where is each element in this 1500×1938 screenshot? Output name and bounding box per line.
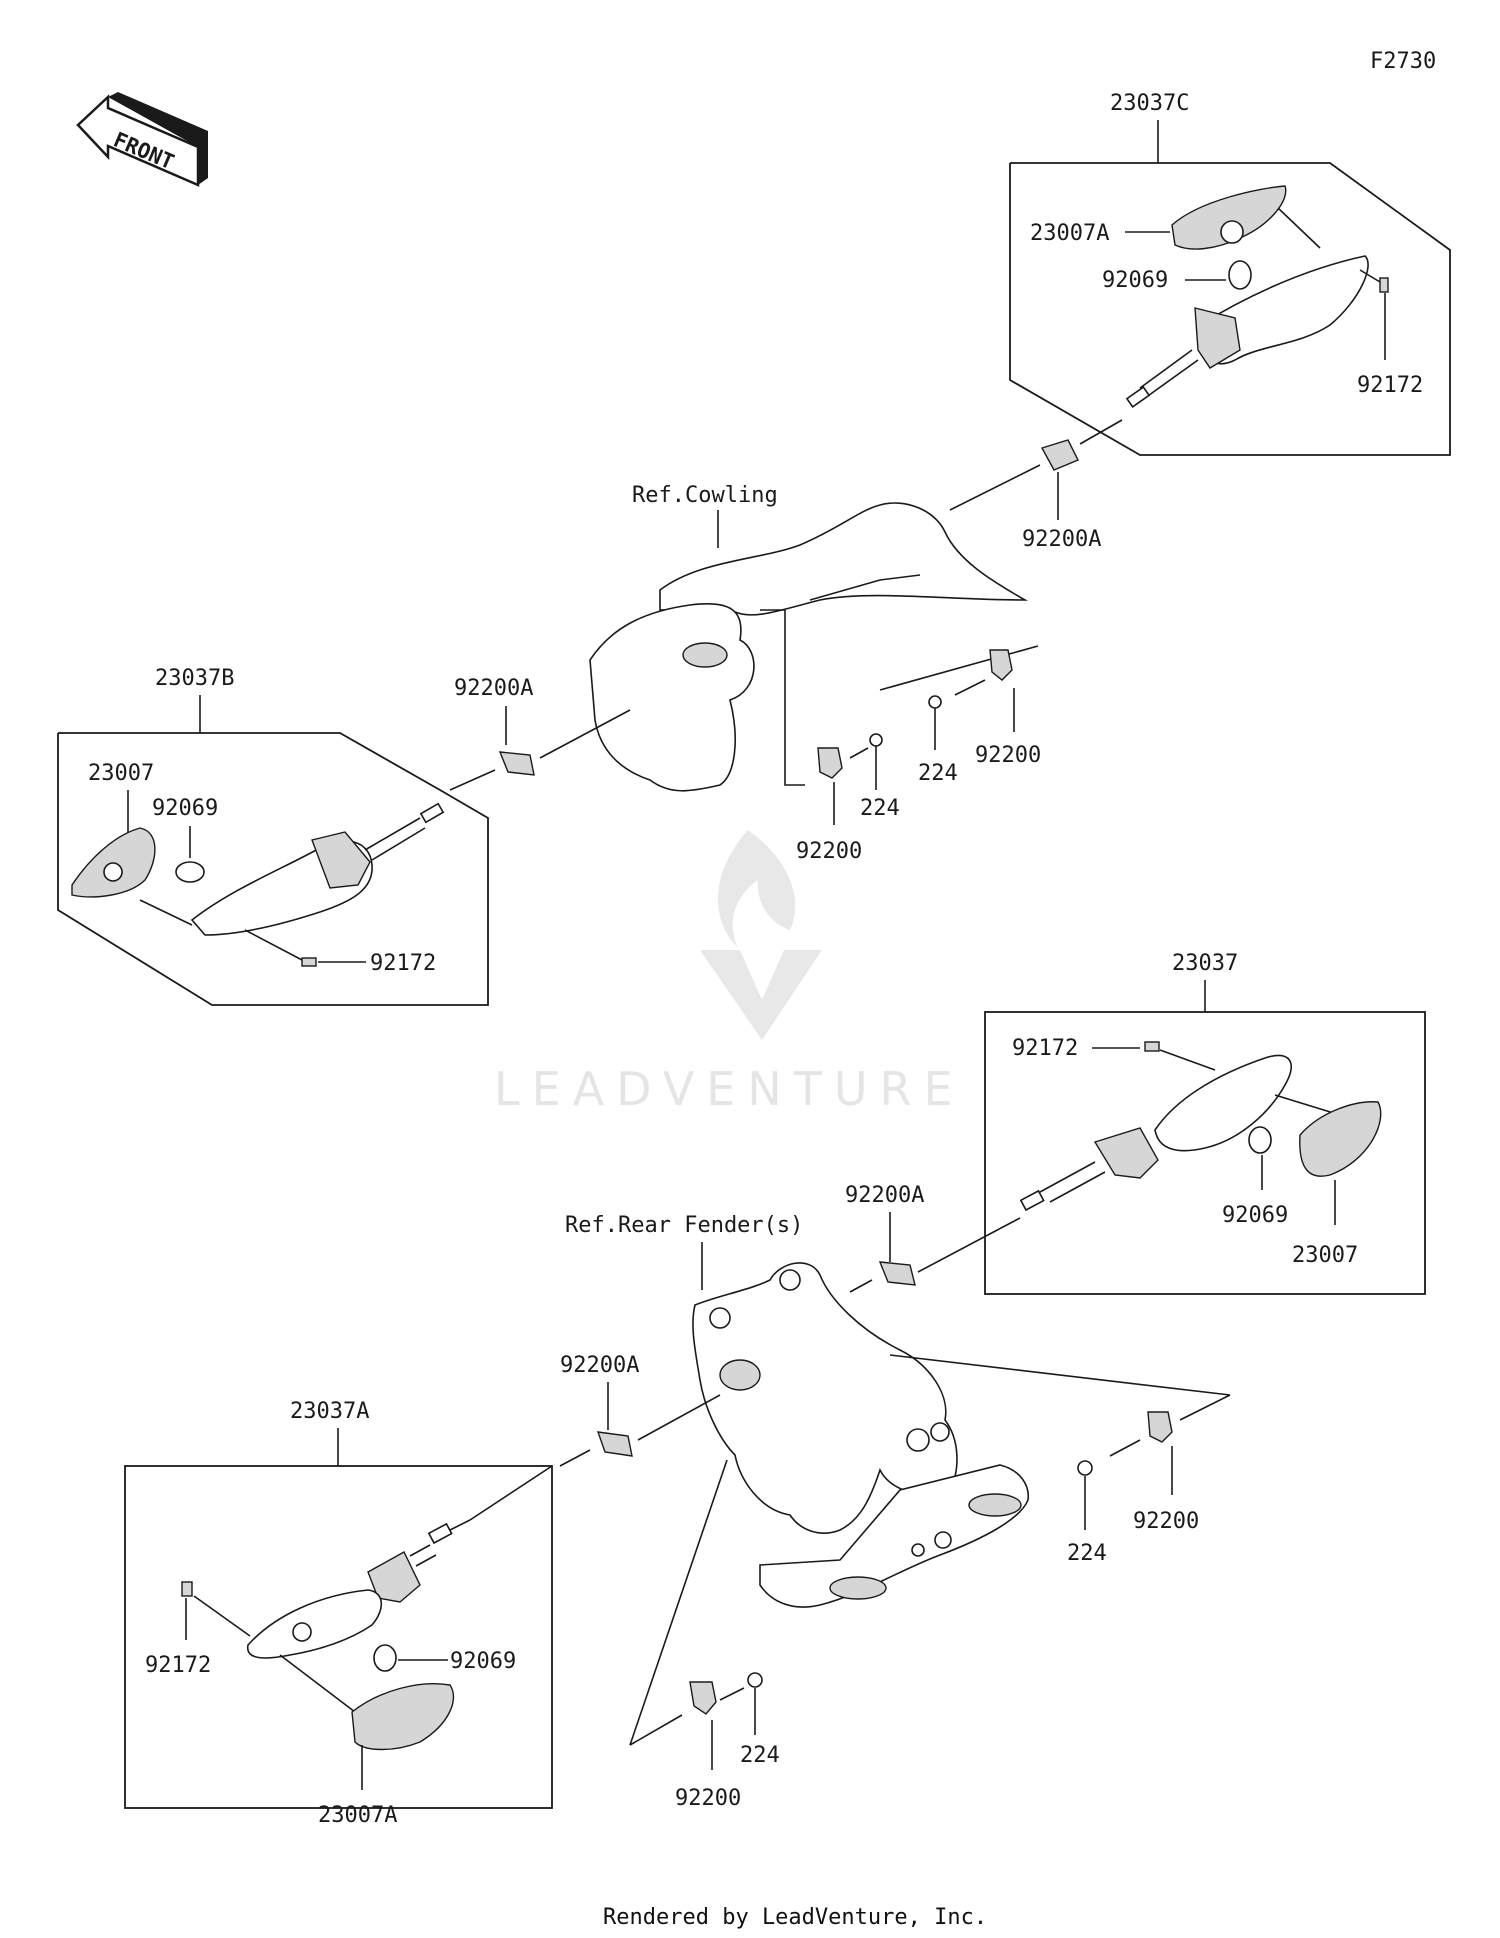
- label-92069-lower-left: 92069: [450, 1649, 516, 1674]
- cowling-ref: Ref.Cowling: [589, 483, 1029, 792]
- label-23037: 23037: [1172, 951, 1238, 976]
- label-224-lower-right: 224: [1067, 1541, 1107, 1566]
- v-logo-icon: [700, 950, 822, 1040]
- leadventure-watermark: LEADVENTURE: [494, 830, 965, 1116]
- label-92069-mid-right: 92069: [1222, 1203, 1288, 1228]
- front-arrow-icon: FRONT: [76, 92, 208, 187]
- label-92069-left: 92069: [152, 796, 218, 821]
- label-23037a: 23037A: [290, 1399, 369, 1424]
- label-92069-top: 92069: [1102, 268, 1168, 293]
- label-23007-left: 23007: [88, 761, 154, 786]
- label-92200-lower-right: 92200: [1133, 1509, 1199, 1534]
- label-23007a-lower-left: 23007A: [318, 1803, 397, 1828]
- turn-signal-assembly-23037a: 23037A 92172 92069 23007A: [124, 1399, 553, 1828]
- diagram-code: F2730: [1370, 49, 1436, 74]
- grommet-92200a-top: 92200A: [949, 419, 1123, 552]
- label-92200a-top: 92200A: [1022, 527, 1101, 552]
- label-224-upper-left: 224: [860, 796, 900, 821]
- grommet-92200a-left: 92200A: [449, 676, 631, 791]
- label-23037c: 23037C: [1110, 91, 1189, 116]
- label-23037b: 23037B: [155, 666, 234, 691]
- turn-signal-assembly-23037: 23037 92172 92069 23007: [984, 951, 1426, 1295]
- grommet-92200a-lower: 92200A: [559, 1353, 721, 1467]
- label-92200-upper-left: 92200: [796, 839, 862, 864]
- label-92200a-left: 92200A: [454, 676, 533, 701]
- footer-credit: Rendered by LeadVenture, Inc.: [603, 1905, 987, 1930]
- turn-signal-assembly-23037b: 23037B 23007 92069 92172: [57, 666, 489, 1006]
- label-92200-upper-right: 92200: [975, 743, 1041, 768]
- brackets-224-92200-upper: 224 92200 224 92200: [760, 609, 1041, 864]
- label-92172-left: 92172: [370, 951, 436, 976]
- watermark-text: LEADVENTURE: [494, 1062, 965, 1116]
- label-23007-mid-right: 23007: [1292, 1243, 1358, 1268]
- label-ref-cowling: Ref.Cowling: [632, 483, 778, 508]
- label-23007a-top: 23007A: [1030, 221, 1109, 246]
- brackets-224-92200-lower-right: 224 92200: [889, 1354, 1231, 1566]
- label-92172-top: 92172: [1357, 373, 1423, 398]
- flame-logo-icon: [717, 830, 796, 948]
- brackets-224-92200-lower-center: 224 92200: [629, 1459, 780, 1811]
- grommet-92200a-mid-right: 92200A: [845, 1183, 1021, 1293]
- label-92200-lower-center: 92200: [675, 1786, 741, 1811]
- turn-signal-assembly-23037c: 23037C 23007A 92069 92172: [1009, 91, 1451, 456]
- rear-fender-ref: Ref.Rear Fender(s): [565, 1213, 1029, 1608]
- label-92200a-mid-right: 92200A: [845, 1183, 924, 1208]
- label-ref-rear-fender: Ref.Rear Fender(s): [565, 1213, 803, 1238]
- label-224-upper-right: 224: [918, 761, 958, 786]
- label-92172-mid-right: 92172: [1012, 1036, 1078, 1061]
- label-92200a-lower: 92200A: [560, 1353, 639, 1378]
- label-92172-lower-left: 92172: [145, 1653, 211, 1678]
- label-224-lower-center: 224: [740, 1743, 780, 1768]
